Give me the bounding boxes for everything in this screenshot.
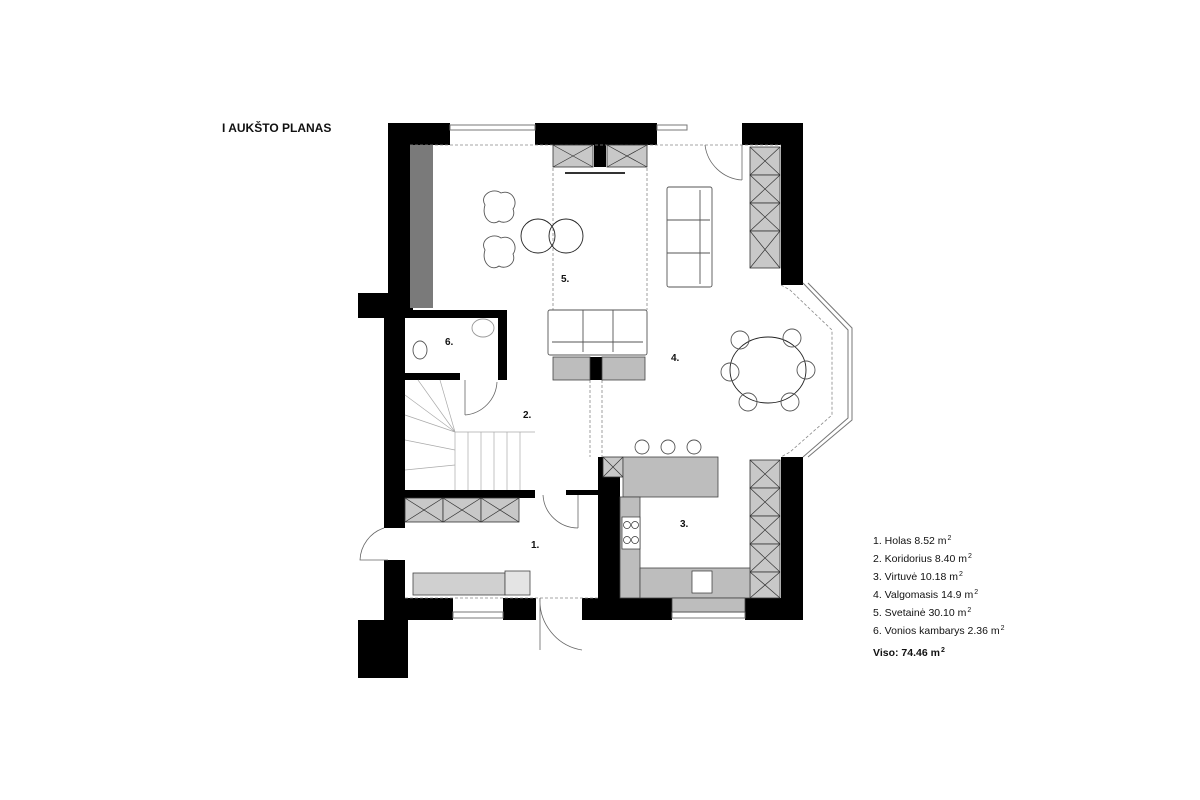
legend-item: 2. Koridorius 8.40 m2	[873, 553, 972, 565]
legend-item: 1. Holas 8.52 m2	[873, 535, 952, 547]
room-labels: 1. 2. 3. 4. 5. 6.	[445, 274, 689, 551]
legend-item: 4. Valgomasis 14.9 m2	[873, 589, 979, 601]
stove-icon	[621, 516, 641, 550]
dashed-lines	[405, 144, 833, 599]
room-label-4: 4.	[671, 353, 680, 364]
legend-item: 3. Virtuvė 10.18 m2	[873, 571, 963, 583]
walls	[358, 123, 803, 678]
room-label-2: 2.	[523, 410, 532, 421]
dining-table	[729, 336, 807, 404]
furniture	[412, 172, 816, 455]
coffee-table	[520, 218, 556, 254]
dark-storage-strip	[410, 145, 433, 308]
total-area: Viso: 74.46 m2	[873, 647, 945, 659]
room-label-1: 1.	[531, 540, 540, 551]
stairs	[404, 379, 535, 490]
room-label-3: 3.	[680, 519, 689, 530]
area-legend: 1. Holas 8.52 m2 2. Koridorius 8.40 m2 3…	[873, 532, 1005, 640]
sofa-right	[666, 186, 713, 288]
armchair	[483, 190, 516, 224]
sofa-middle	[547, 309, 648, 356]
legend-item: 6. Vonios kambarys 2.36 m2	[873, 625, 1005, 637]
legend-item: 5. Svetainė 30.10 m2	[873, 607, 972, 619]
room-label-6: 6.	[445, 337, 454, 348]
kitchen-counters	[412, 356, 751, 613]
sink-icon	[691, 570, 713, 594]
bar-stools	[634, 439, 702, 455]
doors	[359, 144, 743, 651]
room-label-5: 5.	[561, 274, 570, 285]
plan-title: I AUKŠTO PLANAS	[222, 121, 332, 135]
dining-chairs	[720, 328, 816, 412]
armchair	[483, 235, 516, 269]
cabinet-crosses	[404, 144, 781, 599]
toilet	[412, 340, 428, 360]
washbasin	[471, 318, 495, 338]
